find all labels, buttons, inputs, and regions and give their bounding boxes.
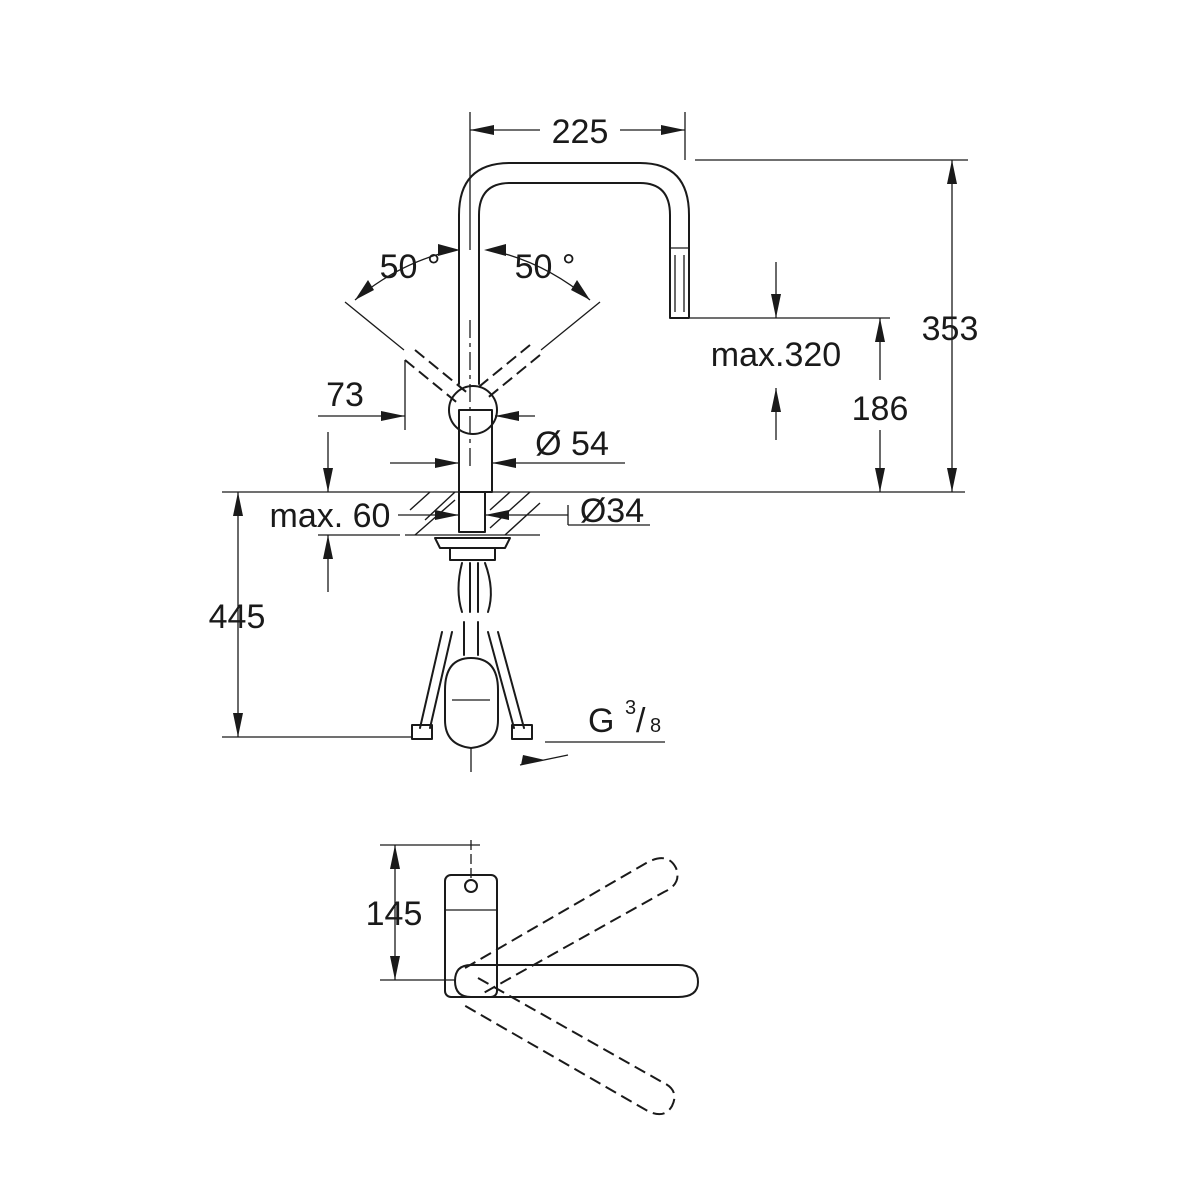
thread-slash: / — [636, 702, 646, 740]
dimension-186: 186 — [690, 317, 909, 492]
lever-joint — [448, 385, 498, 435]
hose-bundle — [457, 562, 492, 613]
hose-right — [487, 631, 525, 729]
hose-centre — [463, 621, 479, 656]
hose-weight — [444, 657, 499, 749]
thread-prefix: G — [588, 702, 614, 740]
diameter-34-label: Ø34 — [580, 492, 644, 530]
angle-right-label: 50 ° — [515, 248, 576, 286]
mounting-nut — [434, 537, 511, 561]
dimension-73: 73 — [318, 360, 535, 430]
angle-left-label: 50 ° — [380, 248, 441, 286]
lever-left-position — [404, 349, 471, 406]
dimension-145: 145 — [366, 844, 480, 981]
top-view: 145 — [366, 840, 699, 1116]
thread-denominator: 8 — [650, 715, 661, 737]
connector-left — [411, 724, 433, 740]
dimension-186-label: 186 — [852, 390, 909, 428]
dimension-d34: Ø34 — [398, 492, 650, 530]
dimension-225: 225 — [469, 112, 686, 250]
top-view-aerator — [464, 879, 478, 893]
dimension-max-320: max.320 — [711, 262, 841, 440]
faucet-body — [458, 409, 493, 493]
dimension-353: 353 — [695, 159, 979, 492]
mounting-shank — [458, 491, 486, 533]
max-60-label: max. 60 — [270, 497, 391, 535]
dimension-445-label: 445 — [209, 598, 266, 636]
dimension-d54: Ø 54 — [390, 425, 625, 468]
dimension-max-60: max. 60 — [270, 432, 400, 592]
dimension-353-label: 353 — [922, 310, 979, 348]
dimension-73-label: 73 — [326, 376, 364, 414]
hose-left — [419, 631, 453, 729]
dimension-445: 445 — [209, 492, 412, 738]
top-view-lever-dashed-up — [464, 857, 679, 996]
diameter-54-label: Ø 54 — [535, 425, 609, 463]
max-320-label: max.320 — [711, 336, 841, 374]
connector-right — [511, 724, 533, 740]
front-view: 225 353 186 max.320 — [209, 112, 979, 772]
dimension-145-label: 145 — [366, 895, 423, 933]
dimension-angles: 50 ° 50 ° — [344, 244, 601, 351]
lever-right-position — [474, 344, 541, 401]
top-view-lever — [454, 964, 699, 998]
dimension-thread: G 3 / 8 — [519, 697, 665, 766]
thread-numerator: 3 — [625, 697, 636, 719]
dimension-225-label: 225 — [552, 113, 609, 151]
spray-head-detail — [674, 255, 685, 312]
top-view-lever-dashed-down — [461, 977, 676, 1116]
spout — [458, 162, 690, 385]
countertop-hatching — [405, 491, 541, 536]
top-view-body — [444, 874, 498, 998]
